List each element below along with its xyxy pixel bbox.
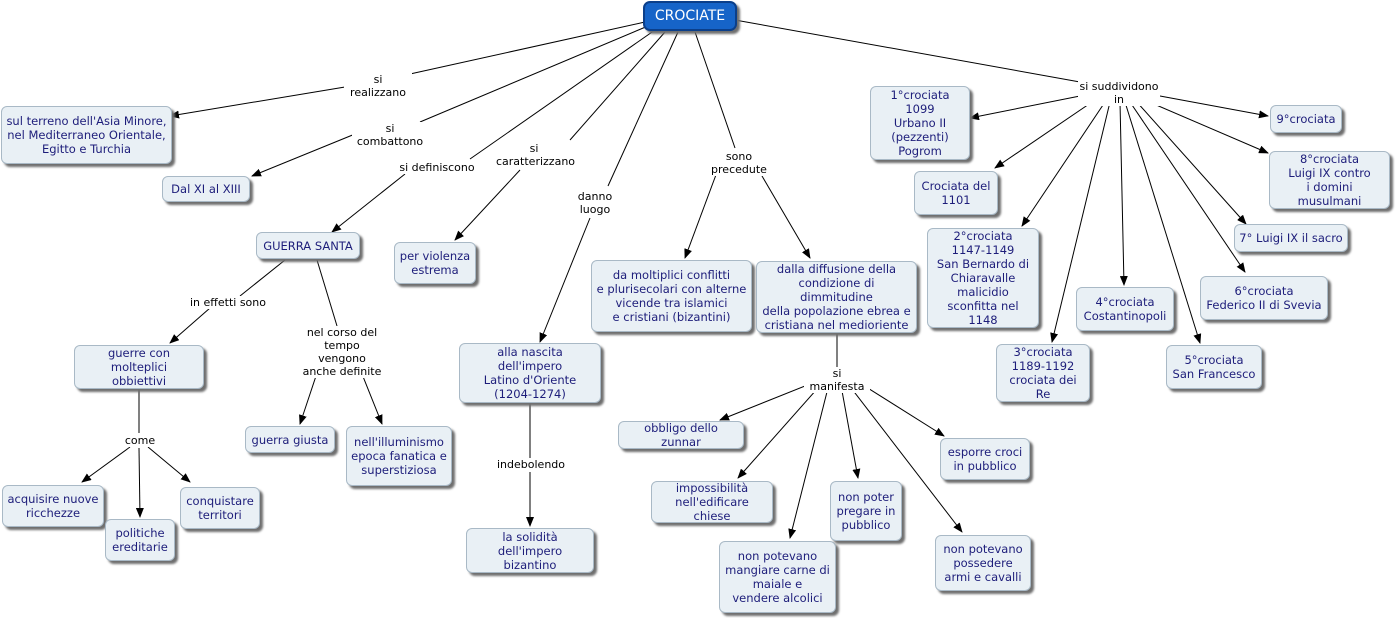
node-crociata-8[interactable]: 8°crociata Luigi IX contro i domini musu… [1269, 151, 1390, 209]
node-violenza[interactable]: per violenza estrema [394, 242, 476, 284]
link-si-definiscono: si definiscono [399, 161, 475, 174]
node-crociata-2[interactable]: 2°crociata 1147-1149 San Bernardo di Chi… [927, 228, 1039, 328]
link-si-combattono: si combattono [352, 122, 428, 148]
node-territori[interactable]: conquistare territori [180, 487, 260, 529]
node-guerra-giusta[interactable]: guerra giusta [245, 426, 335, 453]
node-chiese[interactable]: impossibilità nell'edificare chiese [651, 481, 773, 523]
link-si-manifesta: si manifesta [804, 367, 870, 393]
link-come: come [124, 434, 156, 447]
node-crociata-4[interactable]: 4°crociata Costantinopoli [1076, 287, 1174, 331]
node-crociata-1101[interactable]: Crociata del 1101 [914, 171, 998, 215]
node-conflitti[interactable]: da moltiplici conflitti e plurisecolari … [591, 260, 752, 332]
node-crociata-6[interactable]: 6°crociata Federico II di Svevia [1200, 276, 1328, 320]
node-solidita[interactable]: la solidità dell'impero bizantino [466, 528, 594, 573]
node-crociata-1[interactable]: 1°crociata 1099 Urbano II (pezzenti) Pog… [870, 86, 970, 160]
node-terreno[interactable]: sul terreno dell'Asia Minore, nel Medite… [1, 106, 172, 164]
link-nel-corso-del-tempo: nel corso del tempo vengono anche defini… [300, 326, 384, 378]
node-dal-xi-al-xiii[interactable]: Dal XI al XIII [162, 176, 250, 202]
node-crociata-9[interactable]: 9°crociata [1270, 105, 1342, 133]
node-zunnar[interactable]: obbligo dello zunnar [618, 421, 744, 449]
link-in-effetti-sono: in effetti sono [188, 296, 268, 309]
node-crociata-5[interactable]: 5°crociata San Francesco [1166, 345, 1262, 389]
link-indebolendo: indebolendo [497, 458, 565, 471]
link-danno-luogo: danno luogo [574, 190, 616, 216]
node-diffusione[interactable]: dalla diffusione della condizione di dim… [756, 261, 917, 333]
node-mangiare[interactable]: non potevano mangiare carne di maiale e … [719, 541, 836, 613]
node-armi[interactable]: non potevano possedere armi e cavalli [935, 535, 1031, 591]
node-crociata-3[interactable]: 3°crociata 1189-1192 crociata dei Re [996, 344, 1090, 402]
node-pregare[interactable]: non poter pregare in pubblico [830, 481, 902, 541]
link-si-caratterizzano: si caratterizzano [496, 142, 576, 168]
node-ricchezze[interactable]: acquisire nuove ricchezze [2, 485, 104, 527]
node-nascita-impero[interactable]: alla nascita dell'impero Latino d'Orient… [459, 343, 601, 403]
link-si-realizzano: si realizzano [344, 73, 412, 99]
link-sono-precedute: sono precedute [697, 150, 781, 176]
link-si-suddividono: si suddividono in [1078, 80, 1160, 106]
node-guerra-santa[interactable]: GUERRA SANTA [256, 232, 360, 259]
node-crociata-7[interactable]: 7° Luigi IX il sacro [1234, 224, 1348, 252]
node-politiche[interactable]: politiche ereditarie [105, 519, 175, 561]
node-croci[interactable]: esporre croci in pubblico [940, 438, 1030, 480]
node-illuminismo[interactable]: nell'illuminismo epoca fanatica e supers… [346, 426, 452, 486]
node-obbiettivi[interactable]: guerre con molteplici obbiettivi [74, 345, 204, 389]
root-crociate[interactable]: CROCIATE [643, 1, 737, 31]
